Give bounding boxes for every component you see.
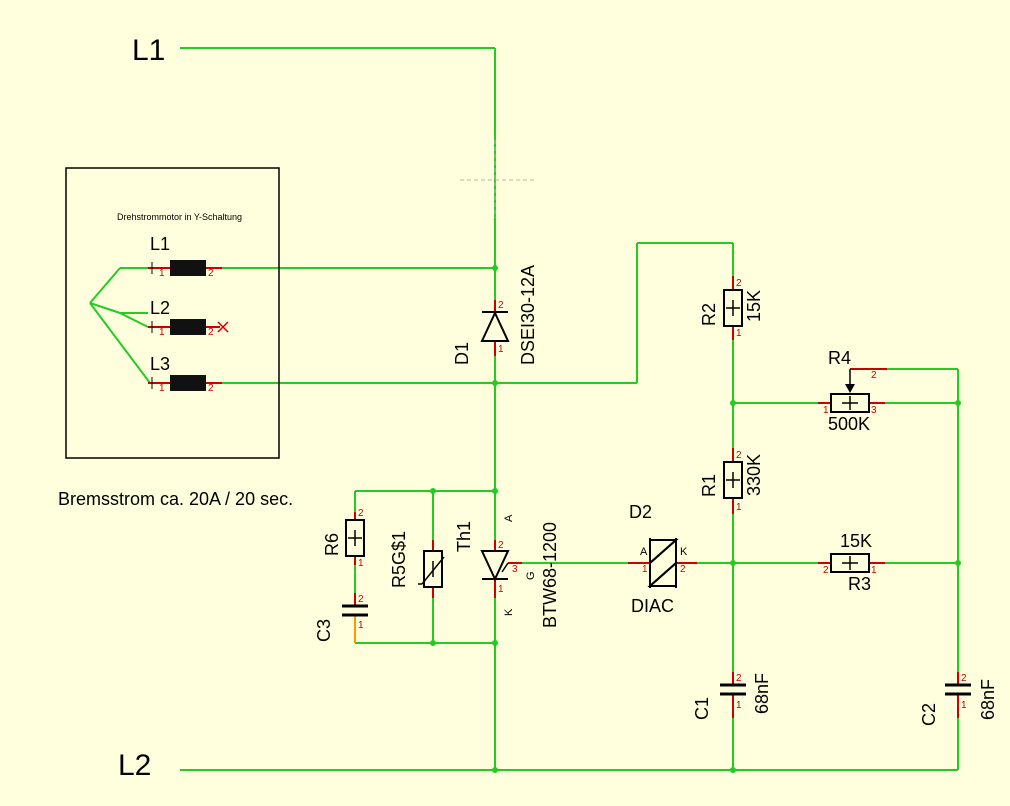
rail-label-l1: L1 [132,34,165,67]
part-name: R2 [699,303,719,326]
part-value: R5G$1 [389,531,409,588]
part-name: R3 [848,574,871,594]
resistor-r3: 2 1 15K R3 [818,531,885,594]
anode-label: A [503,514,515,522]
resistor-r2: 2 1 R2 15K [699,276,764,340]
part-value: 330K [744,454,764,496]
svg-text:2: 2 [208,268,214,279]
svg-text:2: 2 [736,673,742,684]
svg-text:1: 1 [736,328,742,339]
svg-text:1: 1 [736,700,742,711]
part-name: C3 [314,619,334,642]
svg-text:1: 1 [358,558,364,569]
part-name: D1 [452,342,472,365]
part-name: C2 [919,703,939,726]
braking-current-note: Bremsstrom ca. 20A / 20 sec. [58,489,293,509]
part-value: 15K [744,290,764,322]
resistor-r6: 2 1 R6 [322,508,365,569]
part-value: 15K [840,531,872,551]
svg-text:2: 2 [358,594,364,605]
motor-block: Drehstrommotor in Y-Schaltung L1 1 2 L2 … [65,167,280,459]
potentiometer-r4: 1 2 3 R4 500K [818,348,887,434]
wires [89,47,959,771]
thermistor-th1: R5G$1 Th1 [389,521,474,598]
part-name: Th1 [454,521,474,552]
svg-text:3: 3 [512,564,518,575]
diode-symbol-icon [480,310,510,342]
part-value: 500K [828,414,870,434]
part-value: 68nF [978,679,998,720]
svg-text:2: 2 [358,508,364,519]
winding-coil-icon [170,260,206,276]
motor-winding-l1: L1 1 2 [148,234,222,279]
capacitor-c1: 2 1 C1 68nF [692,672,772,720]
svg-text:2: 2 [208,383,214,394]
winding-label: L2 [150,298,170,318]
part-name: D2 [629,502,652,522]
part-value: BTW68-1200 [540,522,560,628]
svg-text:3: 3 [871,405,877,416]
part-name: C1 [692,697,712,720]
svg-text:1: 1 [358,620,364,631]
diac-d2: A K 1 2 D2 DIAC [628,502,697,616]
part-value: DSEI30-12A [518,265,538,365]
capacitor-c3: 2 1 C3 [314,593,368,643]
part-name: R1 [699,474,719,497]
rail-label-l2: L2 [118,749,151,782]
svg-text:1: 1 [159,383,165,394]
cathode-label: K [503,608,515,616]
svg-text:2: 2 [498,300,504,311]
diode-d1: 2 1 D1 DSEI30-12A [452,265,538,365]
winding-label: L3 [150,354,170,374]
svg-text:1: 1 [642,564,648,575]
svg-text:2: 2 [680,564,686,575]
motor-frame [65,167,280,459]
svg-text:2: 2 [498,540,504,551]
svg-text:1: 1 [498,584,504,595]
winding-label: L1 [150,234,170,254]
cursor-crosshair-icon [460,140,535,218]
cathode-label: K [680,546,688,558]
winding-coil-icon [170,375,206,391]
svg-text:2: 2 [823,565,829,576]
svg-text:1: 1 [823,405,829,416]
svg-text:2: 2 [961,673,967,684]
svg-text:1: 1 [498,344,504,355]
open-terminal-x-icon [217,321,229,333]
motor-title: Drehstrommotor in Y-Schaltung [117,212,242,222]
capacitor-c2: 2 1 C2 68nF [919,672,998,726]
svg-text:1: 1 [736,502,742,513]
anode-label: A [640,546,648,558]
winding-coil-icon [170,319,206,335]
part-name: R4 [828,348,851,368]
motor-winding-l3: L3 1 2 [148,354,222,394]
motor-winding-l2: L2 1 2 [148,298,229,338]
junctions [430,265,961,773]
svg-text:2: 2 [736,278,742,289]
part-value: DIAC [631,596,674,616]
svg-text:1: 1 [159,268,165,279]
part-value: 68nF [752,673,772,714]
svg-text:1: 1 [961,700,967,711]
gate-label: G [525,571,537,580]
svg-text:2: 2 [871,370,877,381]
svg-text:1: 1 [159,327,165,338]
thyristor-btw68: 2 1 3 A K G BTW68-1200 [480,514,560,628]
svg-text:2: 2 [736,450,742,461]
resistor-r1: 2 1 R1 330K [699,448,764,514]
svg-text:1: 1 [871,565,877,576]
part-name: R6 [322,533,342,556]
wiper-arrow-icon [845,384,855,393]
thyristor-symbol-icon [480,550,510,582]
svg-text:2: 2 [208,327,214,338]
